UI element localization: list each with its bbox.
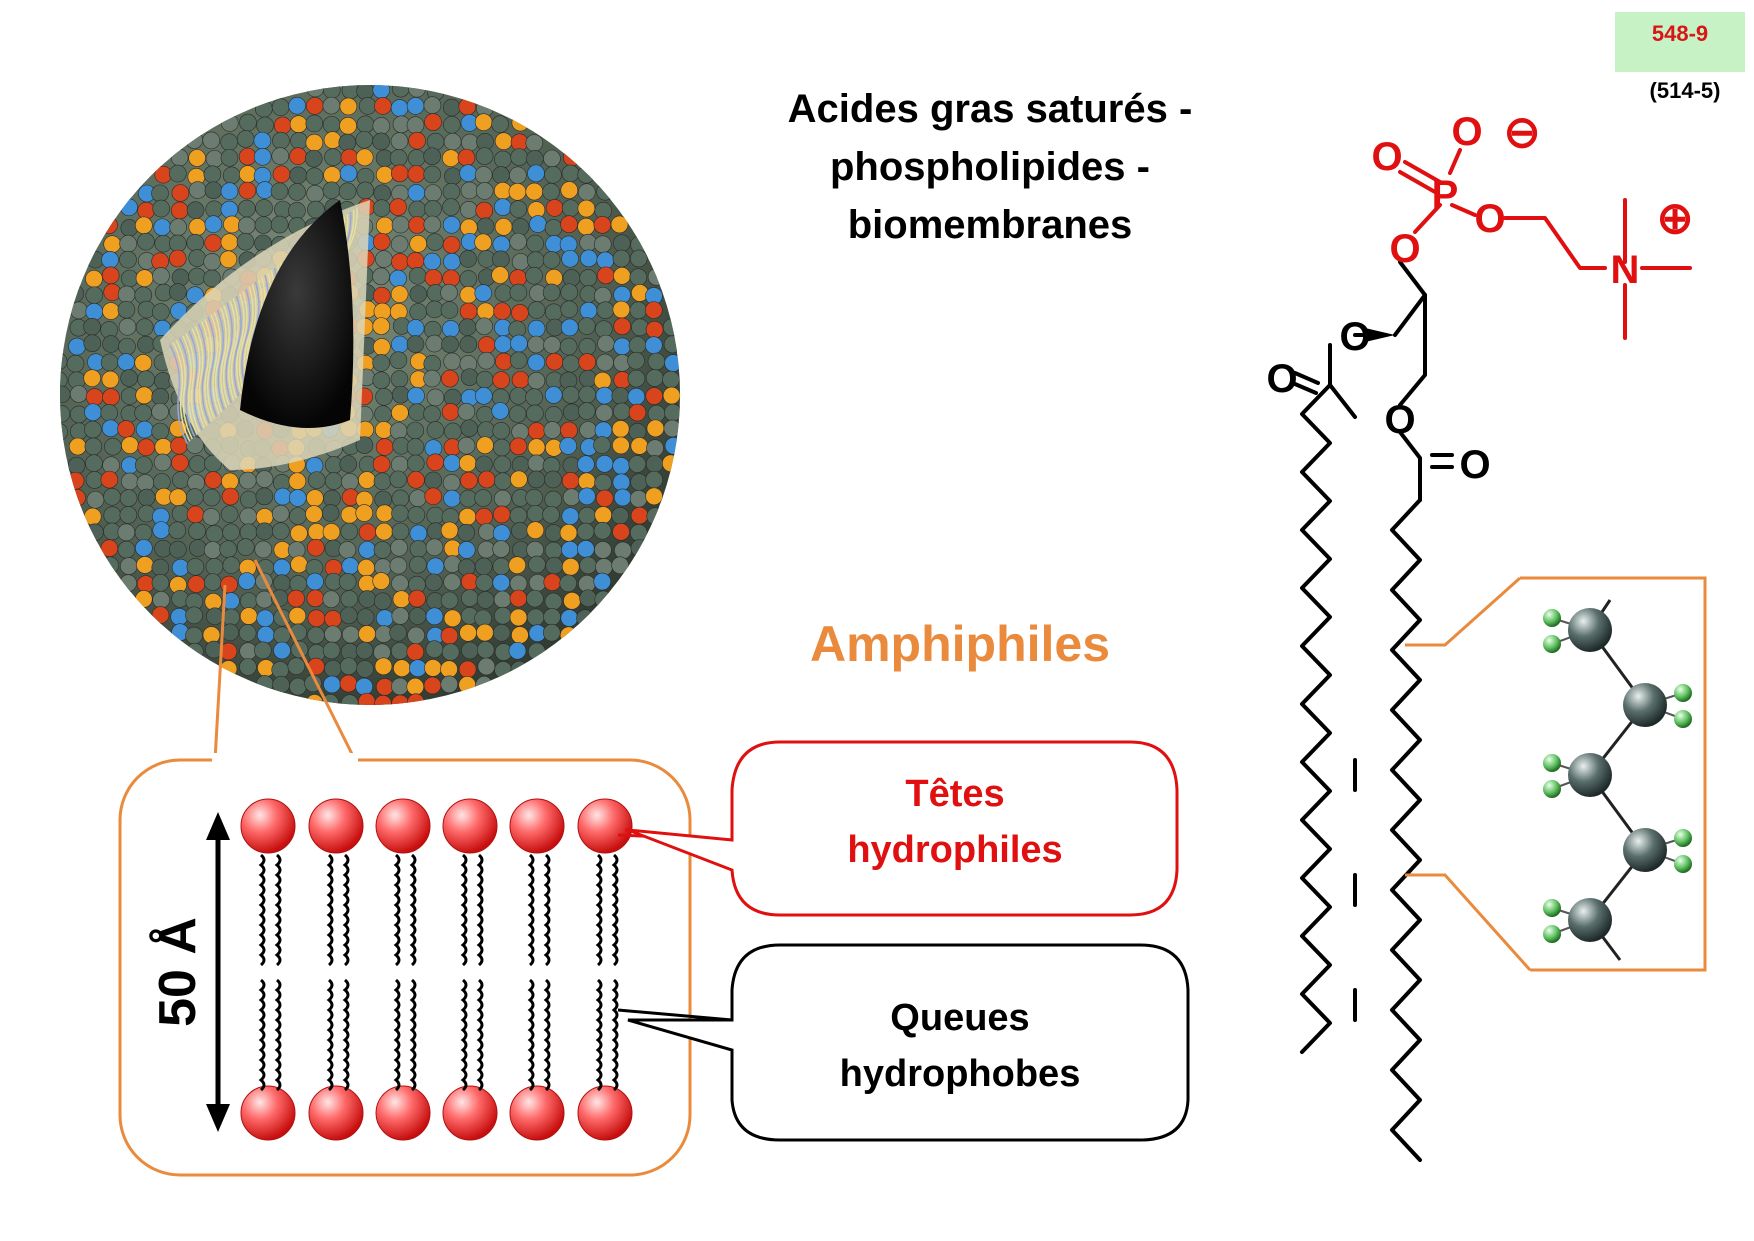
lipid-head-top	[442, 798, 498, 854]
lipid-tail-bottom	[326, 978, 334, 1092]
liposome-sphere	[60, 85, 680, 705]
lipid-head-bottom	[375, 1085, 431, 1141]
lipid-tail-top	[460, 853, 468, 967]
hydrogen-atom	[1543, 609, 1561, 627]
atom-o-7: O	[1384, 398, 1415, 442]
lipid-head-top	[308, 798, 364, 854]
lipid-tail-bottom	[393, 978, 401, 1092]
atom-n: N	[1611, 248, 1640, 292]
page-code: 548-9	[1615, 12, 1745, 72]
tetes-line-1: Têtes	[905, 773, 1005, 815]
lipid-tail-bottom	[258, 978, 266, 1092]
phospholipid-structure: O O P O O N ⊖ ⊕ O O O O	[1266, 108, 1694, 1162]
charge-minus: ⊖	[1504, 108, 1541, 157]
lipid-tail-bottom	[611, 978, 619, 1092]
zoom-line-right	[253, 559, 357, 761]
title-line-3: biomembranes	[847, 203, 1133, 247]
lipid-head-bottom	[308, 1085, 364, 1141]
lipid-tail-bottom	[527, 978, 535, 1092]
hydrogen-atom	[1543, 899, 1561, 917]
lipid-tail-top	[527, 853, 535, 967]
atom-o-3: O	[1474, 197, 1505, 241]
amphiphiles-label: Amphiphiles	[809, 616, 1111, 672]
lipid-tail-bottom	[543, 978, 551, 1092]
callout-queues	[627, 943, 1190, 1142]
atom-o-1: O	[1371, 135, 1402, 179]
chain-zoom	[1405, 576, 1707, 972]
lipid-tail-bottom	[595, 978, 603, 1092]
callout-tetes	[627, 740, 1179, 917]
atom-o-5: O	[1339, 315, 1370, 359]
carbon-atom	[1568, 898, 1612, 942]
page-code-alt: (514-5)	[1649, 78, 1721, 103]
hydrogen-atom	[1674, 829, 1692, 847]
lipid-tail-top	[393, 853, 401, 967]
hydrogen-atom	[1674, 710, 1692, 728]
queues-label: Queues hydrophobes	[735, 990, 1185, 1102]
queues-line-2: hydrophobes	[839, 1053, 1081, 1095]
lipid-head-top	[577, 798, 633, 854]
lipid-tail-top	[342, 853, 350, 967]
sphere-headgroups	[60, 85, 680, 705]
carbon-atom	[1568, 753, 1612, 797]
lipid-tail-bottom	[460, 978, 468, 1092]
lipid-bilayer	[240, 798, 733, 1141]
atom-o-6: O	[1266, 357, 1297, 401]
lipid-tail-top	[543, 853, 551, 967]
lipid-tail-bottom	[476, 978, 484, 1092]
lipid-tail-top	[611, 853, 619, 967]
slide-title: Acides gras saturés - phospholipides - b…	[690, 80, 1290, 254]
lipid-tail-bottom	[409, 978, 417, 1092]
liposome-cavity	[240, 200, 354, 428]
hydrogen-atom	[1543, 780, 1561, 798]
thickness-label: 50 Å	[149, 917, 207, 1027]
atom-o-8: O	[1459, 443, 1490, 487]
charge-plus: ⊕	[1657, 194, 1694, 243]
carbon-atom	[1568, 608, 1612, 652]
carbon-atom	[1623, 828, 1667, 872]
lipid-tail-top	[409, 853, 417, 967]
lipid-head-bottom	[577, 1085, 633, 1141]
title-line-2: phospholipides -	[830, 145, 1150, 189]
atom-o-2: O	[1451, 110, 1482, 154]
tetes-line-2: hydrophiles	[847, 829, 1063, 871]
thickness-arrow	[206, 812, 230, 1132]
hydrogen-atom	[1674, 855, 1692, 873]
title-line-1: Acides gras saturés -	[787, 87, 1193, 131]
hydrogen-atom	[1543, 925, 1561, 943]
lipid-head-bottom	[509, 1085, 565, 1141]
queues-line-1: Queues	[890, 997, 1030, 1039]
lipid-head-top	[240, 798, 296, 854]
carbon-atom	[1623, 683, 1667, 727]
lipid-tail-top	[258, 853, 266, 967]
atom-p: P	[1432, 173, 1459, 217]
hydrogen-atom	[1674, 684, 1692, 702]
hydrogen-atom	[1543, 635, 1561, 653]
lipid-head-top	[375, 798, 431, 854]
zoom-line-left	[213, 584, 227, 761]
lipid-tail-top	[476, 853, 484, 967]
lipid-head-bottom	[442, 1085, 498, 1141]
tetes-label: Têtes hydrophiles	[735, 766, 1175, 878]
lipid-tail-bottom	[342, 978, 350, 1092]
hydrogen-atom	[1543, 754, 1561, 772]
lipid-tail-top	[274, 853, 282, 967]
lipid-head-top	[509, 798, 565, 854]
lipid-tail-top	[595, 853, 603, 967]
lipid-tail-top	[326, 853, 334, 967]
lipid-head-bottom	[240, 1085, 296, 1141]
chain-ball-model	[1543, 599, 1692, 961]
lipid-tail-bottom	[274, 978, 282, 1092]
atom-o-4: O	[1389, 227, 1420, 271]
